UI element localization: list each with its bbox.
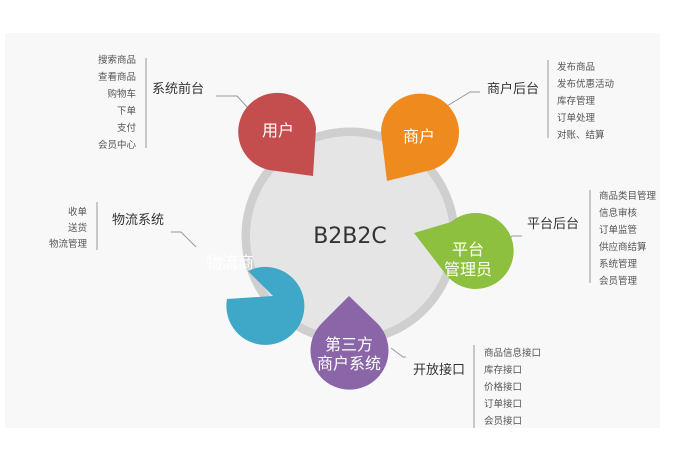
open-api-item: 会员接口 [484, 415, 522, 427]
merchant-backend-item: 库存管理 [557, 95, 596, 107]
frontend-item: 搜索商品 [98, 54, 136, 66]
users-node: 系统前台 搜索商品 查看商品 购物车 下单 支付 会员中心 用户 [98, 54, 316, 176]
merchants-node: 商户后台 发布商品 发布优惠活动 库存管理 订单处理 对账、结算 商户 [381, 60, 614, 181]
thirdparty-label-line2: 商户系统 [317, 354, 381, 373]
thirdparty-petal [310, 296, 389, 390]
merchant-backend-item: 订单处理 [557, 112, 596, 124]
platform-backend-item: 供应商结算 [599, 241, 647, 253]
platform-backend-title: 平台后台 [527, 217, 579, 232]
frontend-item: 支付 [117, 122, 137, 134]
frontend-item: 下单 [117, 105, 137, 117]
frontend-item: 购物车 [107, 88, 136, 100]
admin-label-line2: 管理员 [444, 260, 492, 279]
thirdparty-node: 开放接口 商品信息接口 库存接口 价格接口 订单接口 会员接口 第三方 商户系统 [310, 296, 541, 428]
thirdparty-label-line1: 第三方 [325, 335, 373, 354]
center-label: B2B2C [313, 224, 387, 249]
admin-node: 平台后台 商品类目管理 信息审核 订单监管 供应商结算 系统管理 会员管理 平台… [414, 190, 657, 289]
merchants-petal [381, 93, 459, 181]
frontend-connector [216, 95, 249, 109]
open-api-connector [390, 347, 406, 358]
merchants-label: 商户 [403, 127, 435, 146]
merchant-backend-item: 发布商品 [557, 61, 595, 73]
logistics-system-connector [171, 231, 197, 248]
merchant-backend-connector [446, 91, 480, 107]
logistics-label: 物流商 [206, 253, 254, 272]
open-api-item: 库存接口 [484, 364, 522, 376]
platform-backend-item: 信息审核 [599, 207, 638, 219]
admin-petal [414, 212, 514, 289]
frontend-item: 会员中心 [98, 139, 137, 151]
center-circle [250, 136, 450, 336]
logistics-petal [226, 266, 305, 345]
open-api-title: 开放接口 [413, 362, 465, 378]
merchant-backend-item: 对账、结算 [557, 129, 605, 141]
merchant-backend-item: 发布优惠活动 [557, 78, 614, 90]
platform-backend-item: 会员管理 [599, 275, 638, 287]
logistics-system-item: 送货 [68, 222, 87, 234]
platform-backend-item: 商品类目管理 [599, 190, 657, 202]
logistics-system-item: 物流管理 [49, 238, 88, 250]
open-api-item: 商品信息接口 [484, 347, 541, 359]
logistics-node: 物流系统 收单 送货 物流管理 物流商 [49, 202, 305, 345]
logistics-system-title: 物流系统 [112, 213, 164, 228]
admin-label-line1: 平台 [452, 240, 484, 259]
frontend-title: 系统前台 [152, 81, 204, 97]
open-api-item: 价格接口 [484, 381, 522, 393]
platform-backend-item: 系统管理 [599, 258, 638, 270]
users-label: 用户 [262, 121, 294, 140]
logistics-system-item: 收单 [68, 206, 88, 218]
platform-backend-item: 订单监管 [599, 224, 637, 236]
frontend-item: 查看商品 [98, 71, 136, 83]
users-petal [238, 92, 316, 176]
open-api-item: 订单接口 [484, 398, 522, 410]
merchant-backend-title: 商户后台 [487, 81, 539, 97]
